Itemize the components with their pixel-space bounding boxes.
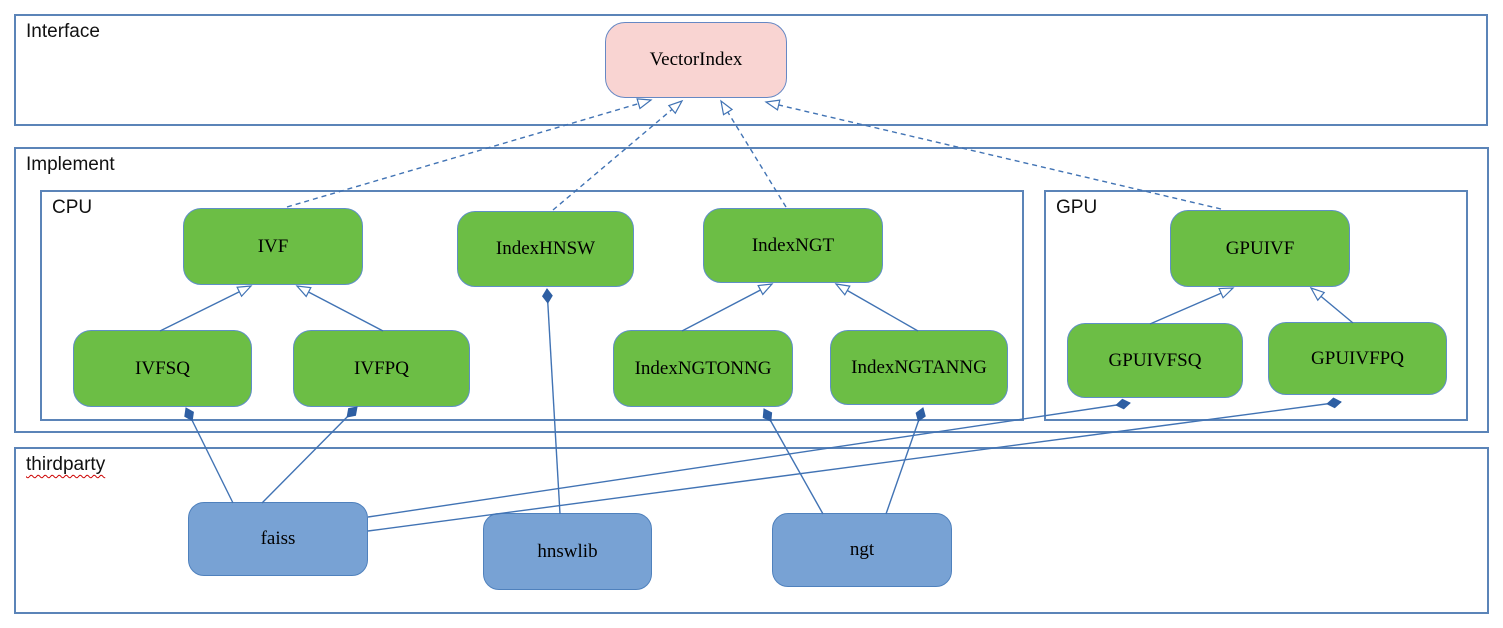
- edge-faiss-gpuivfpq[interactable]: [367, 397, 1342, 532]
- node-ivfsq-label: IVFSQ: [135, 357, 190, 379]
- node-ivf-label: IVF: [257, 235, 289, 257]
- edge-gpuivfsq-gpuivf[interactable]: [1149, 287, 1235, 325]
- edge-indexngt-vectorindex[interactable]: [720, 99, 787, 208]
- node-ivfpq-label: IVFPQ: [354, 357, 409, 379]
- node-gpuivfpq-label: GPUIVFPQ: [1311, 347, 1404, 369]
- edge-faiss-ivfpq[interactable]: [261, 406, 358, 504]
- node-indexngtanng[interactable]: IndexNGTANNG: [830, 330, 1008, 405]
- node-indexngtonng[interactable]: IndexNGTONNG: [613, 330, 793, 407]
- frame-gpu-label: GPU: [1056, 197, 1098, 218]
- node-ngt-label: ngt: [849, 539, 875, 560]
- edge-faiss-gpuivfsq[interactable]: [367, 398, 1131, 518]
- node-vectorindex[interactable]: VectorIndex: [605, 22, 787, 98]
- node-gpuivf[interactable]: GPUIVF: [1170, 210, 1350, 287]
- frame-cpu-label: CPU: [52, 197, 93, 218]
- edge-ivfpq-ivf[interactable]: [295, 285, 384, 332]
- node-indexngt[interactable]: IndexNGT: [703, 208, 883, 283]
- node-gpuivfsq-label: GPUIVFSQ: [1108, 349, 1202, 371]
- node-indexngtanng-label: IndexNGTANNG: [851, 356, 987, 378]
- edge-indexngtonng-indexngt[interactable]: [681, 283, 774, 332]
- node-ivfsq[interactable]: IVFSQ: [73, 330, 252, 407]
- node-vectorindex-label: VectorIndex: [649, 49, 743, 70]
- node-ivfpq[interactable]: IVFPQ: [293, 330, 470, 407]
- edge-gpuivf-vectorindex[interactable]: [764, 99, 1222, 210]
- node-indexngt-label: IndexNGT: [751, 234, 835, 256]
- node-faiss[interactable]: faiss: [188, 502, 368, 576]
- node-gpuivfpq[interactable]: GPUIVFPQ: [1268, 322, 1447, 395]
- frame-gpu[interactable]: GPU: [1044, 190, 1468, 421]
- node-indexhnsw[interactable]: IndexHNSW: [457, 211, 634, 287]
- node-indexngtonng-label: IndexNGTONNG: [634, 357, 772, 379]
- node-gpuivfsq[interactable]: GPUIVFSQ: [1067, 323, 1243, 398]
- node-faiss-label: faiss: [260, 528, 296, 549]
- frame-implement-label: Implement: [26, 154, 115, 175]
- frame-interface-label: Interface: [26, 21, 100, 42]
- frame-interface[interactable]: Interface: [14, 14, 1488, 126]
- frame-implement[interactable]: Implement: [14, 147, 1489, 433]
- node-ivf[interactable]: IVF: [183, 208, 363, 285]
- edge-ivfsq-ivf[interactable]: [159, 285, 253, 332]
- edge-ngt-indexngtanng[interactable]: [885, 407, 926, 515]
- edge-indexhnsw-vectorindex[interactable]: [552, 99, 684, 211]
- edge-gpuivfpq-gpuivf[interactable]: [1309, 286, 1354, 324]
- frame-thirdparty-label: thirdparty: [26, 454, 106, 475]
- node-gpuivf-label: GPUIVF: [1225, 237, 1295, 259]
- node-hnswlib-label: hnswlib: [537, 540, 598, 562]
- node-ngt[interactable]: ngt: [772, 513, 952, 587]
- frame-thirdparty[interactable]: thirdparty: [14, 447, 1489, 614]
- edge-ngt-indexngtonng[interactable]: [762, 408, 824, 515]
- node-hnswlib[interactable]: hnswlib: [483, 513, 652, 590]
- edge-indexngtanng-indexngt[interactable]: [834, 283, 919, 332]
- edge-ivf-vectorindex[interactable]: [286, 98, 653, 208]
- edge-faiss-ivfsq[interactable]: [184, 407, 234, 504]
- node-indexhnsw-label: IndexHNSW: [495, 238, 596, 259]
- frame-cpu[interactable]: CPU: [40, 190, 1024, 421]
- edge-hnswlib-indexhnsw[interactable]: [542, 288, 561, 515]
